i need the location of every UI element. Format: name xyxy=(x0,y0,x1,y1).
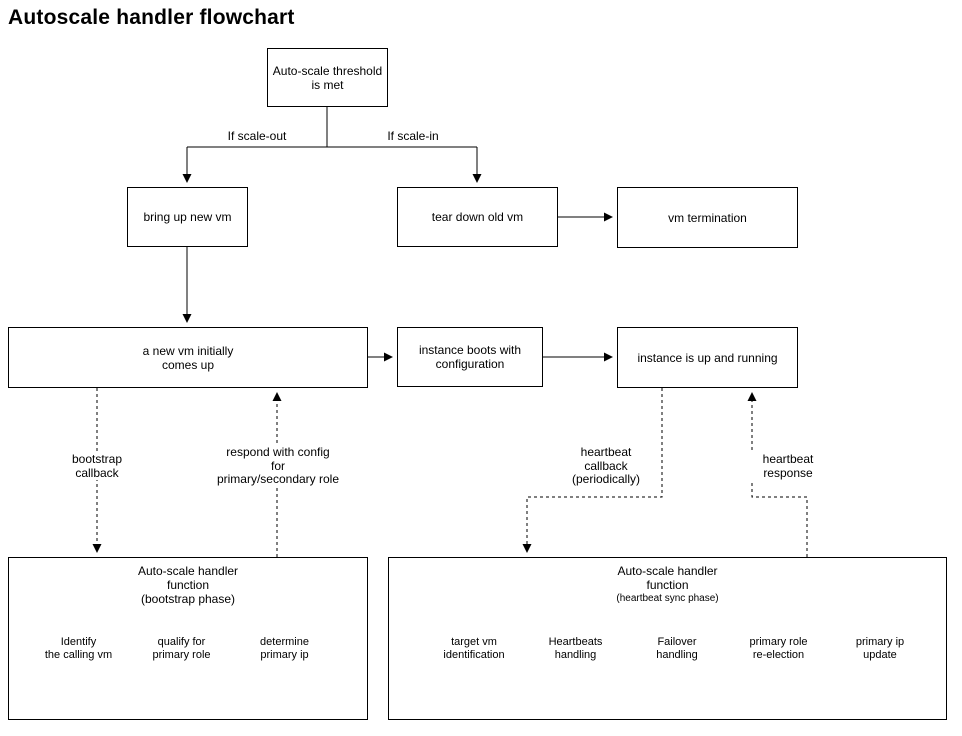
node-new-vm-comes-up: a new vm initially comes up xyxy=(8,327,368,388)
heartbeat-phase-title: Auto-scale handler function xyxy=(617,564,718,592)
label-respond-config: respond with config for primary/secondar… xyxy=(209,445,347,487)
step-primary-ip-update: primary ip update xyxy=(855,636,905,661)
step-determine-primary-ip: determine primary ip xyxy=(260,636,309,661)
container-heartbeat-sync-phase: Auto-scale handler function (heartbeat s… xyxy=(388,557,947,720)
step-primary-role-reelection: primary role re-election xyxy=(749,636,808,661)
node-instance-boots: instance boots with configuration xyxy=(397,327,543,387)
node-bring-up-new-vm: bring up new vm xyxy=(127,187,248,247)
heartbeat-phase-subtitle: (heartbeat sync phase) xyxy=(616,593,719,604)
container-bootstrap-phase: Auto-scale handler function (bootstrap p… xyxy=(8,557,368,720)
label-if-scale-in: If scale-in xyxy=(373,129,453,144)
node-vm-termination: vm termination xyxy=(617,187,798,248)
edge-heartbeat-response xyxy=(747,392,808,557)
node-autoscale-threshold: Auto-scale threshold is met xyxy=(267,48,388,107)
step-failover-handling: Failover handling xyxy=(656,636,698,661)
node-tear-down-old-vm: tear down old vm xyxy=(397,187,558,247)
label-heartbeat-callback: heartbeat callback (periodically) xyxy=(566,445,646,487)
bootstrap-phase-title: Auto-scale handler function (bootstrap p… xyxy=(137,564,239,606)
step-heartbeats-handling: Heartbeats handling xyxy=(548,636,603,661)
step-target-vm-identification: target vm identification xyxy=(443,636,505,661)
edge-heartbeat-callback xyxy=(522,388,663,553)
node-instance-up-running: instance is up and running xyxy=(617,327,798,388)
label-bootstrap-callback: bootstrap callback xyxy=(57,452,137,480)
label-heartbeat-response: heartbeat response xyxy=(748,452,828,480)
page-title: Autoscale handler flowchart xyxy=(8,6,295,29)
step-identify-calling-vm: Identify the calling vm xyxy=(44,636,113,661)
label-if-scale-out: If scale-out xyxy=(217,129,297,144)
step-qualify-primary-role: qualify for primary role xyxy=(152,636,211,661)
